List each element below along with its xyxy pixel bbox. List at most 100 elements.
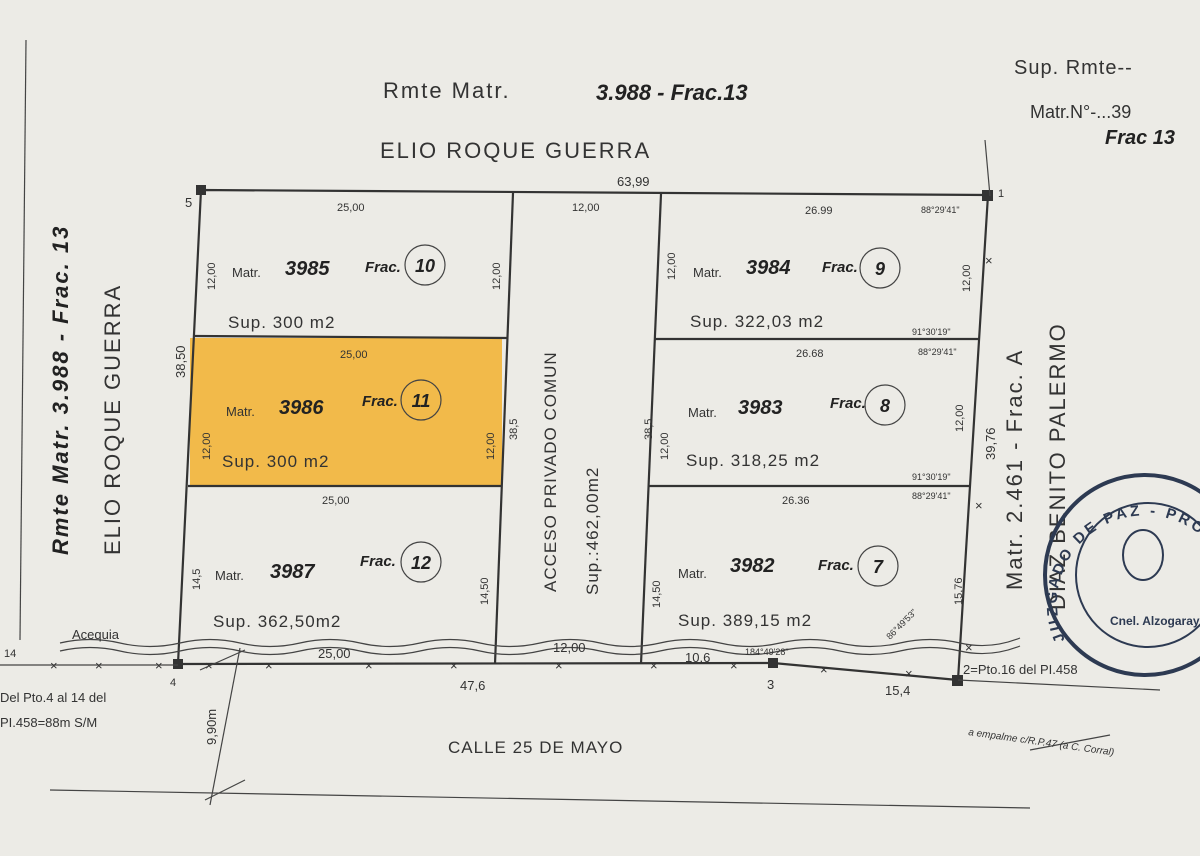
- lot-9-frac-label: Frac.: [822, 259, 858, 276]
- dim-lot12-width: 25,00: [322, 495, 350, 507]
- lot-8-sup: Sup. 318,25 m2: [686, 451, 820, 470]
- lot-12: Matr. 3987 Frac. 12 Sup. 362,50m2: [213, 541, 442, 631]
- dim-lot12-depth-right: 14,50: [479, 577, 491, 605]
- acequia-line-bottom: [59, 645, 1021, 656]
- lot-11-frac: 11: [412, 391, 431, 411]
- dim-street-width: 9,90m: [204, 709, 219, 745]
- dim-access-left-len: 38,5: [508, 419, 520, 440]
- empalme-note: a empalme c/R.P.47 (a C. Corral): [968, 727, 1115, 758]
- dim-lot11-depth-right: 12,00: [485, 432, 497, 460]
- acequia-label: Acequia: [72, 627, 120, 642]
- dim-lot9-depth-left: 12,00: [666, 252, 678, 280]
- left-remnant-label: Rmte Matr. 3.988 - Frac. 13: [48, 225, 73, 555]
- header-owner: ELIO ROQUE GUERRA: [380, 138, 651, 163]
- dim-lot8-width: 26.68: [796, 348, 824, 360]
- street-width-line: [209, 647, 241, 806]
- lot-11: Matr. 3986 Frac. 11 Sup. 300 m2: [222, 379, 442, 471]
- lot-12-sup: Sup. 362,50m2: [213, 612, 341, 631]
- lot-8-frac-circle: [864, 384, 906, 426]
- lot-9: Matr. 3984 Frac. 9 Sup. 322,03 m2: [690, 247, 901, 331]
- right-matr-label: Matr. 2.461 - Frac. A: [1002, 349, 1027, 590]
- left-owner-label: ELIO ROQUE GUERRA: [100, 284, 125, 555]
- angle-lot7-top: 88°29'41": [912, 491, 951, 501]
- lot-7-sup: Sup. 389,15 m2: [678, 611, 812, 630]
- lot-10-frac-circle: [404, 244, 446, 286]
- street-far-line: [49, 789, 1031, 809]
- access-sup: Sup.:462,00m2: [583, 467, 602, 595]
- dim-lot7-depth-left: 14,50: [651, 580, 663, 608]
- point-2-label: 2=Pto.16 del PI.458: [963, 662, 1078, 677]
- svg-text:×: ×: [450, 658, 458, 673]
- dim-lot7-width: 26.36: [782, 495, 810, 507]
- note-line-1: Del Pto.4 al 14 del: [0, 690, 106, 705]
- top-right-matr: Matr.N°-...39: [1030, 102, 1131, 122]
- svg-text:×: ×: [265, 658, 273, 673]
- lot-9-matr: 3984: [746, 257, 791, 279]
- point-4-label: 4: [170, 677, 176, 689]
- point-1-label: 1: [998, 188, 1004, 200]
- acequia-line-top: [59, 637, 1021, 648]
- dim-lot8-depth-left: 12,00: [659, 432, 671, 460]
- point-2-marker: [952, 675, 963, 686]
- lot-divider-10-11: [194, 334, 509, 340]
- street-name: CALLE 25 DE MAYO: [448, 738, 623, 757]
- lot-11-sup: Sup. 300 m2: [222, 452, 329, 471]
- svg-text:×: ×: [730, 658, 738, 673]
- lot-12-matr: 3987: [270, 561, 315, 583]
- lot-7-frac-label: Frac.: [818, 557, 854, 574]
- lot-12-frac-circle: [400, 541, 442, 583]
- access-left-boundary: [493, 192, 515, 665]
- point-5-label: 5: [185, 195, 192, 210]
- svg-text:×: ×: [975, 498, 983, 513]
- right-owner-label: DIAZ BENITO PALERMO: [1045, 322, 1070, 610]
- header-remnant: Rmte Matr. 3.988 - Frac.13: [383, 78, 748, 105]
- lot-7: Matr. 3982 Frac. 7 Sup. 389,15 m2: [678, 545, 899, 630]
- angle-pt3: 184°49'28": [745, 647, 789, 657]
- angle-pt2: 86°49'53": [884, 607, 918, 641]
- point-3-label: 3: [767, 677, 774, 692]
- shield-icon: [1122, 529, 1164, 581]
- lot-9-sup: Sup. 322,03 m2: [690, 312, 824, 331]
- lot-7-frac: 7: [873, 557, 884, 577]
- header-remnant-prefix: Rmte Matr.: [383, 78, 511, 103]
- dim-lot12-front: 25,00: [318, 646, 351, 661]
- lot-11-matr: 3986: [279, 397, 324, 419]
- dim-lot11-width: 25,00: [340, 349, 368, 361]
- fence-crosses: ××× ××× ××× ××× ×××: [50, 253, 993, 681]
- lot-10-frac: 10: [415, 256, 435, 276]
- dim-lot10-depth-left: 12,00: [206, 262, 218, 290]
- lot-7-matr: 3982: [730, 555, 775, 577]
- svg-text:×: ×: [965, 640, 973, 655]
- svg-text:×: ×: [905, 666, 913, 681]
- stamp-center-text: Cnel. Alzogaray: [1110, 614, 1200, 628]
- angle-pt1: 88°29'41": [921, 205, 960, 215]
- lot-10-matr-label: Matr.: [232, 265, 261, 280]
- lot-8-frac: 8: [880, 396, 890, 416]
- access-name: ACCESO PRIVADO COMUN: [541, 351, 560, 592]
- dim-bottom-right: 15,4: [885, 683, 910, 698]
- dim-access-right-len: 38,5: [643, 419, 655, 440]
- dim-lot7-depth-right: 15,76: [953, 577, 965, 605]
- lot-12-frac: 12: [411, 553, 431, 573]
- point-4-marker: [173, 659, 183, 669]
- svg-text:×: ×: [820, 662, 828, 677]
- lot-12-frac-label: Frac.: [360, 553, 396, 570]
- dim-lot8-depth-right: 12,00: [954, 404, 966, 432]
- street-tick-bottom: [204, 779, 246, 801]
- svg-text:×: ×: [985, 253, 993, 268]
- front-line-right: [957, 679, 1161, 691]
- dim-lot11-depth-left: 12,00: [201, 432, 213, 460]
- lot-12-matr-label: Matr.: [215, 568, 244, 583]
- note-line-2: PI.458=88m S/M: [0, 715, 97, 730]
- lot-11-frac-circle: [400, 379, 442, 421]
- access-right-boundary: [639, 193, 663, 665]
- angle-lot9-bottom: 91°30'19": [912, 327, 951, 337]
- svg-text:×: ×: [650, 658, 658, 673]
- dim-lot10-depth-right: 12,00: [491, 262, 503, 290]
- street-tick-top: [199, 649, 246, 671]
- dim-lot9-depth-right: 12,00: [961, 264, 973, 292]
- dim-right-total: 39,76: [983, 427, 998, 460]
- point-5-marker: [196, 185, 206, 195]
- lot-9-matr-label: Matr.: [693, 265, 722, 280]
